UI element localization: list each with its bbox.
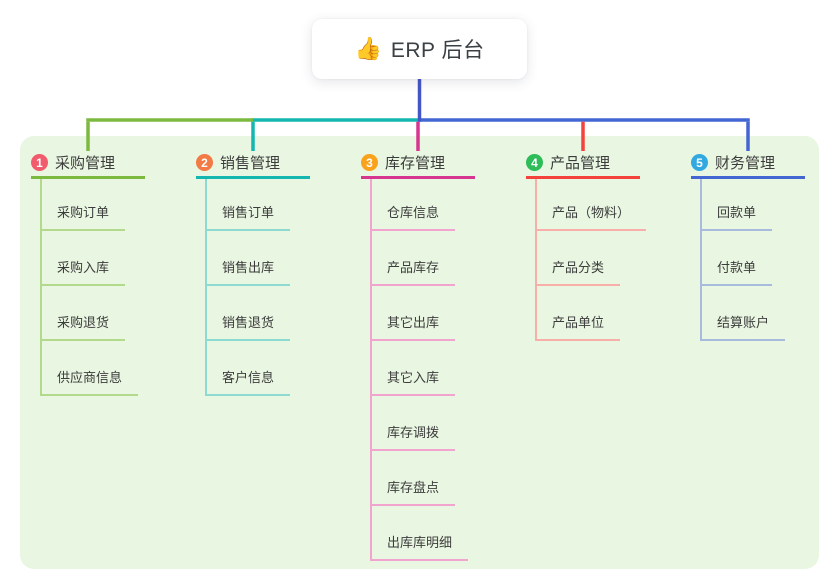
branch-number-badge-3: 3 <box>361 154 378 171</box>
branch-5-child-1[interactable]: 回款单 <box>700 201 773 231</box>
branch-5-child-3[interactable]: 结算账户 <box>700 311 786 341</box>
branch-header-1[interactable]: 1 采购管理 <box>31 149 145 179</box>
root-node-erp-backend[interactable]: 👍 ERP 后台 <box>312 19 527 79</box>
branch-3-child-7[interactable]: 出库库明细 <box>370 531 469 561</box>
branch-label-4: 产品管理 <box>550 155 611 172</box>
branch-3-child-3[interactable]: 其它出库 <box>370 311 456 341</box>
branch-number-badge-1: 1 <box>31 154 48 171</box>
branch-4-child-1[interactable]: 产品（物料） <box>535 201 647 231</box>
branch-1-child-3[interactable]: 采购退货 <box>40 311 126 341</box>
branch-2-child-2[interactable]: 销售出库 <box>205 256 291 286</box>
branch-label-3: 库存管理 <box>385 155 446 172</box>
branch-2-child-4[interactable]: 客户信息 <box>205 366 291 396</box>
branch-5-child-2[interactable]: 付款单 <box>700 256 773 286</box>
branch-1-child-2[interactable]: 采购入库 <box>40 256 126 286</box>
branch-label-1: 采购管理 <box>55 155 116 172</box>
thumbs-up-icon: 👍 <box>354 36 382 61</box>
branch-header-2[interactable]: 2 销售管理 <box>196 149 310 179</box>
branch-3-child-2[interactable]: 产品库存 <box>370 256 456 286</box>
branch-header-4[interactable]: 4 产品管理 <box>526 149 640 179</box>
branch-number-badge-2: 2 <box>196 154 213 171</box>
mindmap-canvas-background <box>20 136 819 569</box>
branch-label-5: 财务管理 <box>715 155 776 172</box>
branch-3-child-6[interactable]: 库存盘点 <box>370 476 456 506</box>
branch-number-badge-4: 4 <box>526 154 543 171</box>
branch-3-child-1[interactable]: 仓库信息 <box>370 201 456 231</box>
branch-header-5[interactable]: 5 财务管理 <box>691 149 805 179</box>
branch-2-child-3[interactable]: 销售退货 <box>205 311 291 341</box>
root-node-title: ERP 后台 <box>390 39 485 62</box>
branch-3-child-5[interactable]: 库存调拨 <box>370 421 456 451</box>
branch-label-2: 销售管理 <box>220 155 281 172</box>
branch-header-3[interactable]: 3 库存管理 <box>361 149 475 179</box>
branch-1-child-4[interactable]: 供应商信息 <box>40 366 139 396</box>
branch-2-child-1[interactable]: 销售订单 <box>205 201 291 231</box>
branch-3-child-4[interactable]: 其它入库 <box>370 366 456 396</box>
branch-number-badge-5: 5 <box>691 154 708 171</box>
branch-4-child-3[interactable]: 产品单位 <box>535 311 621 341</box>
branch-1-child-1[interactable]: 采购订单 <box>40 201 126 231</box>
branch-4-child-2[interactable]: 产品分类 <box>535 256 621 286</box>
